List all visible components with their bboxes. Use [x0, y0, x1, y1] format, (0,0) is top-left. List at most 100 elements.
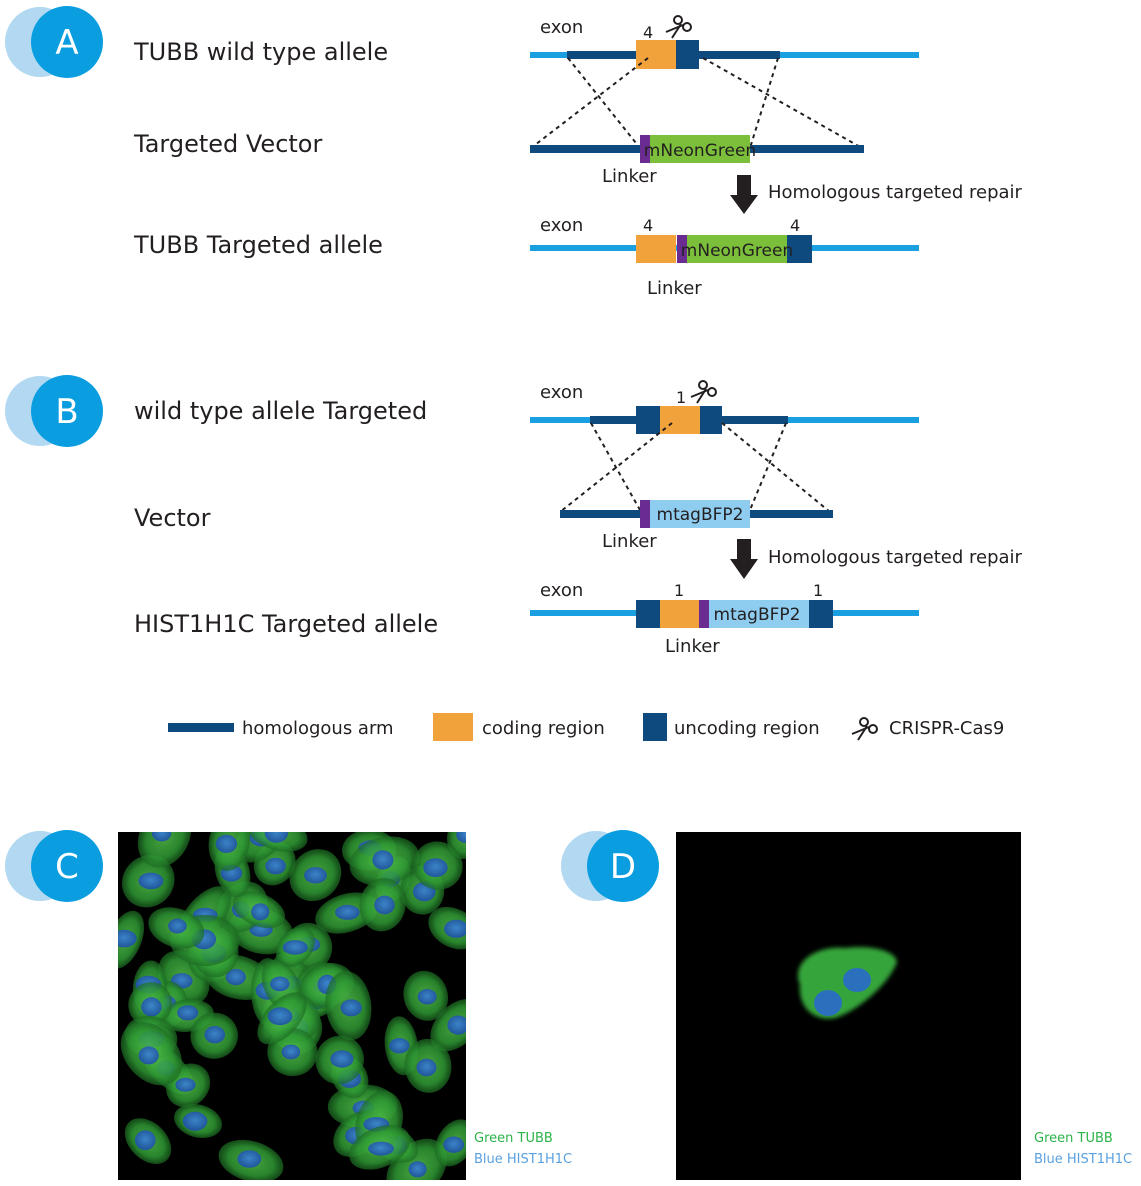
cell-nucleus: [444, 919, 466, 938]
a-targeted-exon-label: exon: [540, 215, 583, 236]
b-vector-insert-label: mtagBFP2: [657, 505, 744, 525]
a-wt-exon-label: exon: [540, 17, 583, 38]
row-label-a2: Targeted Vector: [134, 130, 323, 158]
badge-b-letter: B: [55, 392, 78, 432]
cell-nucleus: [182, 1111, 208, 1131]
micrograph-d: [676, 832, 1021, 1180]
row-label-b1: wild type allele Targeted: [134, 397, 428, 425]
cell-nucleus: [447, 1015, 466, 1035]
cell-nucleus: [237, 1150, 262, 1168]
cell-nucleus: [281, 1044, 301, 1060]
badge-b: B: [5, 375, 103, 447]
cell-nucleus: [456, 832, 466, 843]
cell-nucleus: [374, 895, 395, 915]
cell-nucleus: [423, 858, 448, 878]
b-wt-exon-number: 1: [676, 388, 686, 407]
a-targeted-insert-label: mNeonGreen: [681, 241, 793, 261]
caption-d-green: Green TUBB: [1034, 1131, 1113, 1146]
a-wt-uncoding-region: [676, 40, 699, 69]
badge-a-letter: A: [55, 23, 78, 63]
cell-nucleus: [175, 1077, 196, 1092]
panel-a-vector: mNeonGreen Linker: [530, 135, 864, 187]
panel-b-repair-arrow: Homologous targeted repair: [730, 539, 1023, 579]
badge-d-letter: D: [610, 847, 636, 887]
cell-nucleus: [282, 940, 308, 955]
cell-nucleus: [443, 1136, 465, 1153]
cell-nucleus: [372, 850, 394, 870]
cell-nucleus: [270, 976, 290, 992]
cell-nucleus: [134, 1130, 156, 1151]
caption-c-green: Green TUBB: [474, 1131, 553, 1146]
b-targeted-insert-label: mtagBFP2: [714, 605, 801, 625]
a-targeted-num-left: 4: [643, 216, 653, 235]
legend-crispr-label: CRISPR-Cas9: [889, 718, 1004, 739]
a-scissors-icon: [665, 15, 692, 39]
b-targeted-linker-label: Linker: [665, 636, 720, 657]
a-targeted-linker-label: Linker: [647, 278, 702, 299]
b-targeted-exon-label: exon: [540, 580, 583, 601]
cell-nucleus: [340, 999, 362, 1017]
cell-nucleus: [304, 867, 327, 884]
legend-coding-region-label: coding region: [482, 718, 605, 739]
panel-b-wild-type: exon 1: [530, 380, 919, 434]
a-repair-text: Homologous targeted repair: [768, 182, 1023, 203]
a-targeted-num-right: 4: [790, 216, 800, 235]
panel-b-targeted: mtagBFP2 exon 1 1 Linker: [530, 580, 919, 657]
cell-nucleus: [141, 997, 162, 1017]
b-scissors-icon: [690, 380, 717, 404]
cell-nucleus: [416, 1058, 437, 1077]
cell-nucleus: [417, 989, 437, 1005]
legend-uncoding-region-label: uncoding region: [674, 718, 820, 739]
cell-nucleus: [267, 1007, 293, 1026]
b-repair-text: Homologous targeted repair: [768, 547, 1023, 568]
cell-nucleus: [368, 1141, 394, 1156]
legend-uncoding-region-swatch: [643, 713, 667, 741]
row-label-a3: TUBB Targeted allele: [134, 231, 383, 259]
cell-nucleus: [251, 903, 270, 921]
b-wt-exon-label: exon: [540, 382, 583, 403]
cell-nucleus: [151, 832, 172, 842]
badge-a: A: [5, 6, 103, 78]
panel-a-crossover-lines: [530, 57, 863, 149]
caption-c-blue: Blue HIST1H1C: [474, 1152, 573, 1167]
row-label-b3: HIST1H1C Targeted allele: [134, 610, 439, 638]
a-vector-insert-label: mNeonGreen: [644, 141, 756, 161]
panel-a-repair-arrow: Homologous targeted repair: [730, 175, 1023, 214]
cell-nucleus: [408, 1161, 427, 1178]
cell-nucleus: [138, 872, 164, 890]
row-label-a1: TUBB wild type allele: [134, 38, 389, 66]
panel-b-vector: mtagBFP2 Linker: [560, 500, 833, 552]
row-label-b2: Vector: [134, 504, 211, 532]
b-targeted-num-left: 1: [674, 581, 684, 600]
badge-c-letter: C: [55, 847, 79, 887]
a-vector-linker: [640, 135, 650, 163]
cell-nucleus: [118, 929, 137, 948]
badge-c: C: [5, 830, 103, 902]
a-wt-exon-number: 4: [643, 23, 653, 42]
legend-homologous-arm-swatch: [168, 723, 234, 732]
micrograph-c: [118, 832, 466, 1180]
panel-a-targeted: mNeonGreen exon 4 4 Linker: [530, 215, 919, 299]
legend-coding-region-swatch: [433, 713, 473, 741]
badge-d: D: [561, 830, 659, 902]
legend-homologous-arm-label: homologous arm: [242, 718, 394, 739]
cell-nucleus: [265, 857, 286, 875]
cell-nucleus: [215, 834, 238, 853]
cell-nucleus: [225, 968, 246, 986]
cell-nucleus: [389, 1038, 410, 1054]
a-vector-linker-label: Linker: [602, 166, 657, 187]
cell-nucleus: [330, 1050, 354, 1068]
cell-nucleus: [177, 1005, 199, 1021]
b-vector-linker-label: Linker: [602, 531, 657, 552]
b-targeted-num-right: 1: [813, 581, 823, 600]
cell-nucleus: [204, 1026, 226, 1044]
caption-d-blue: Blue HIST1H1C: [1034, 1152, 1133, 1167]
cell-nucleus: [138, 1046, 159, 1065]
cell-nucleus: [335, 904, 360, 920]
panel-a-wild-type: exon 4: [530, 15, 919, 69]
legend: homologous arm coding region uncoding re…: [168, 713, 1004, 741]
a-wt-coding-region: [636, 40, 676, 69]
a-vector-insert: [650, 135, 750, 163]
